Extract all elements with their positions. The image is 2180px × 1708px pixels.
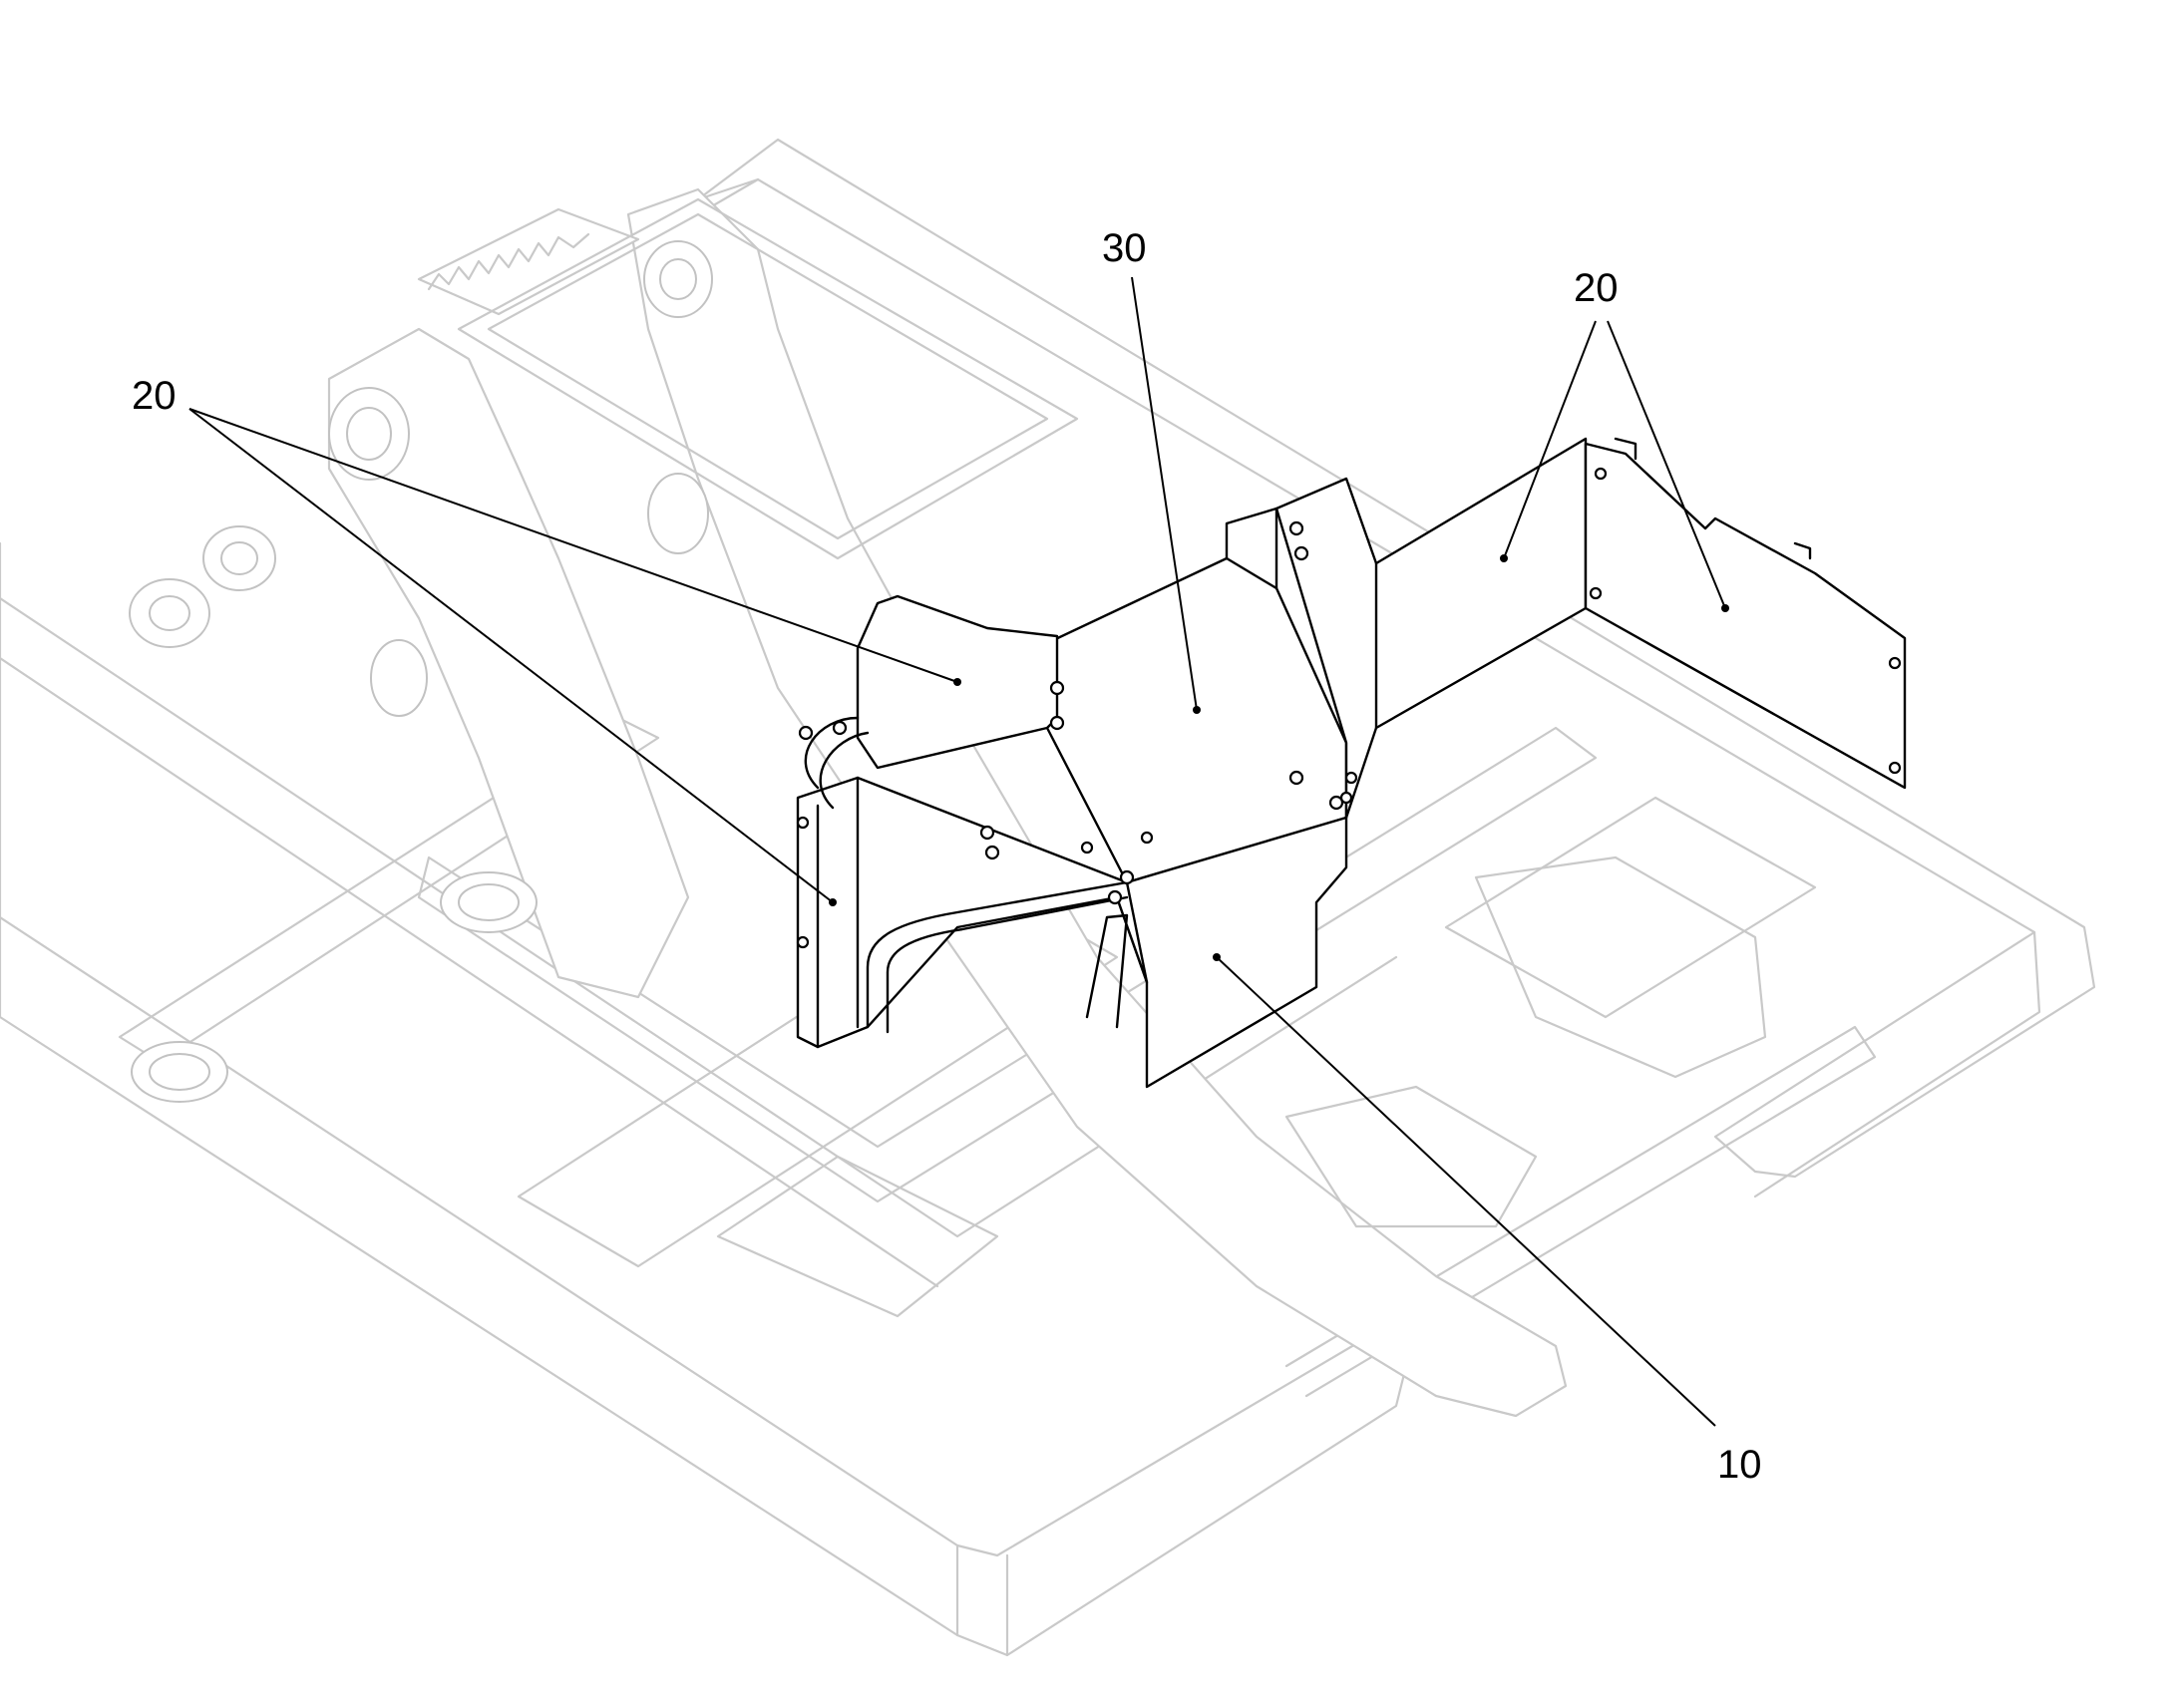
- bolt-set: [796, 467, 1902, 949]
- callout-10: 10: [1717, 1443, 1762, 1487]
- leader-lines: [188, 276, 1726, 1427]
- callout-30: 30: [1102, 226, 1147, 270]
- hose-lower-left: [866, 880, 1129, 1029]
- boom-mount-tower: [327, 327, 690, 999]
- hose-lower-right: [1085, 913, 1129, 1029]
- boom-arm: [626, 187, 1568, 1418]
- callout-20-left: 20: [132, 374, 177, 418]
- cross-member-front: [417, 726, 1598, 1203]
- hose-upper-left: [804, 716, 860, 790]
- callout-labels: 30 20 20 10: [132, 226, 1762, 1487]
- part-30-cover-plate: [1045, 507, 1348, 884]
- frame-opening: [370, 639, 428, 717]
- part-20-right-end-panel: [1584, 442, 1907, 790]
- cross-member-rear: [1284, 1025, 1877, 1398]
- callout-20-right: 20: [1574, 266, 1619, 310]
- highlighted-parts: [796, 437, 1907, 1089]
- machine-frame: [0, 138, 2096, 1657]
